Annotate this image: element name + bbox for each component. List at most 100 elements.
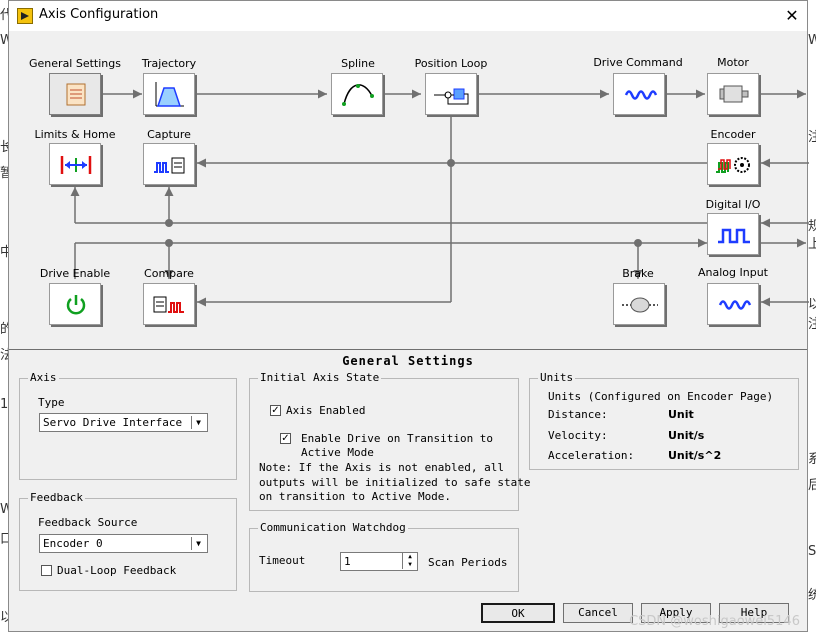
title-bar[interactable]: Axis Configuration ✕ (9, 1, 807, 31)
encoder-icon (716, 157, 750, 173)
feedback-source-label: Feedback Source (38, 516, 138, 529)
brake-block[interactable] (613, 283, 665, 325)
feedback-group: Feedback Feedback Source Encoder 0 ▼ Dua… (19, 491, 237, 591)
velocity-label: Velocity: (548, 429, 608, 442)
initial-axis-state-title: Initial Axis State (258, 371, 382, 384)
digital-pulse-icon (718, 228, 750, 244)
window-title: Axis Configuration (39, 7, 159, 22)
timeout-value: 1 (344, 555, 351, 568)
chevron-down-icon: ▼ (191, 416, 205, 429)
analog-wave-icon (718, 300, 752, 310)
feedback-source-select[interactable]: Encoder 0 ▼ (39, 534, 208, 553)
signal-lines (70, 89, 809, 307)
axis-group: Axis Type Servo Drive Interface ▼ (19, 371, 237, 480)
axis-configuration-dialog: Axis Configuration ✕ (8, 0, 809, 632)
trajectory-profile-icon (155, 82, 184, 107)
settings-sheet-icon (66, 83, 86, 106)
power-icon (66, 295, 86, 315)
motor-icon (719, 85, 749, 103)
general-settings-label: General Settings (29, 57, 121, 70)
acceleration-value: Unit/s^2 (668, 449, 722, 462)
position-loop-label: Position Loop (414, 57, 488, 70)
sine-wave-icon (624, 90, 658, 100)
bg-text: S (808, 544, 816, 559)
drive-enable-block[interactable] (49, 283, 101, 325)
note-line-3: on transition to Active Mode. (259, 490, 452, 503)
initial-axis-state-group: Initial Axis State ✓ Axis Enabled ✓ Enab… (249, 371, 531, 511)
units-group: Units Units (Configured on Encoder Page)… (529, 371, 799, 470)
capture-icon (154, 157, 185, 174)
feedback-source-value: Encoder 0 (43, 537, 103, 550)
watchdog-group-title: Communication Watchdog (258, 521, 408, 534)
analog-input-block[interactable] (707, 283, 759, 325)
bg-text: 统 (808, 588, 816, 603)
trajectory-block[interactable] (143, 73, 195, 115)
apply-button[interactable]: Apply (641, 603, 711, 623)
axis-block-diagram: General Settings Trajectory Spline Posit… (9, 31, 809, 349)
type-label: Type (38, 396, 65, 409)
motor-block[interactable] (707, 73, 759, 115)
bg-text: 后 (808, 478, 816, 493)
spline-block[interactable] (331, 73, 383, 115)
help-button[interactable]: Help (719, 603, 789, 623)
drive-command-block[interactable] (613, 73, 665, 115)
bg-text: 以 (808, 297, 816, 312)
compare-label: Compare (144, 267, 194, 280)
compare-block[interactable] (143, 283, 195, 325)
bg-text: 系 (808, 452, 816, 467)
timeout-spinner[interactable]: 1 ▲ ▼ (340, 552, 418, 571)
distance-label: Distance: (548, 408, 608, 421)
axis-type-value: Servo Drive Interface (43, 416, 183, 429)
units-group-title: Units (538, 371, 576, 384)
timeout-unit-label: Scan Periods (428, 556, 508, 569)
digital-io-label: Digital I/O (705, 198, 761, 211)
bg-text: W (808, 33, 816, 48)
analog-input-label: Analog Input (698, 266, 768, 279)
dual-loop-checkbox[interactable] (41, 565, 52, 576)
cancel-button[interactable]: Cancel (563, 603, 633, 623)
capture-label: Capture (147, 128, 191, 141)
enable-drive-label-1: Enable Drive on Transition to (301, 432, 494, 445)
communication-watchdog-group: Communication Watchdog Timeout 1 ▲ ▼ Sca… (249, 521, 519, 592)
limits-arrows-icon (60, 156, 92, 174)
encoder-label: Encoder (710, 128, 756, 141)
panel-title: General Settings (342, 354, 474, 368)
spline-curve-icon (342, 84, 374, 106)
bg-text: 注 (808, 317, 816, 332)
spin-down-icon[interactable]: ▼ (402, 561, 417, 569)
spin-up-icon[interactable]: ▲ (402, 553, 417, 561)
close-button[interactable]: ✕ (785, 6, 799, 25)
axis-enabled-checkbox[interactable]: ✓ (270, 405, 281, 416)
trajectory-label: Trajectory (141, 57, 197, 70)
acceleration-label: Acceleration: (548, 449, 635, 462)
axis-group-title: Axis (28, 371, 59, 384)
distance-value: Unit (668, 408, 694, 421)
limits-home-label: Limits & Home (34, 128, 116, 141)
motor-label: Motor (717, 56, 749, 69)
capture-block[interactable] (143, 143, 195, 185)
digital-io-block[interactable] (707, 213, 759, 255)
compare-icon (153, 296, 184, 313)
watermark: CSDN @woshigaowei5146 (629, 614, 800, 629)
control-loop-icon (434, 88, 469, 105)
enable-drive-checkbox[interactable]: ✓ (280, 433, 291, 444)
drive-enable-label: Drive Enable (39, 267, 111, 280)
limits-home-block[interactable] (49, 143, 101, 185)
brake-label: Brake (622, 267, 654, 280)
timeout-label: Timeout (259, 554, 306, 567)
position-loop-block[interactable] (425, 73, 477, 115)
chevron-down-icon: ▼ (191, 537, 205, 550)
velocity-value: Unit/s (668, 429, 705, 442)
axis-enabled-label: Axis Enabled (286, 404, 366, 417)
bg-text: 规 (808, 219, 816, 234)
panel-divider (9, 349, 807, 350)
enable-drive-label-2: Active Mode (301, 446, 374, 459)
bg-text: 注 (808, 130, 816, 145)
note-line-1: Note: If the Axis is not enabled, all (259, 461, 505, 474)
ok-button[interactable]: OK (481, 603, 555, 623)
bg-text: 上 (808, 237, 816, 252)
encoder-block[interactable] (707, 143, 759, 185)
drive-command-label: Drive Command (593, 56, 683, 69)
general-settings-block[interactable] (49, 73, 101, 115)
axis-type-select[interactable]: Servo Drive Interface ▼ (39, 413, 208, 432)
